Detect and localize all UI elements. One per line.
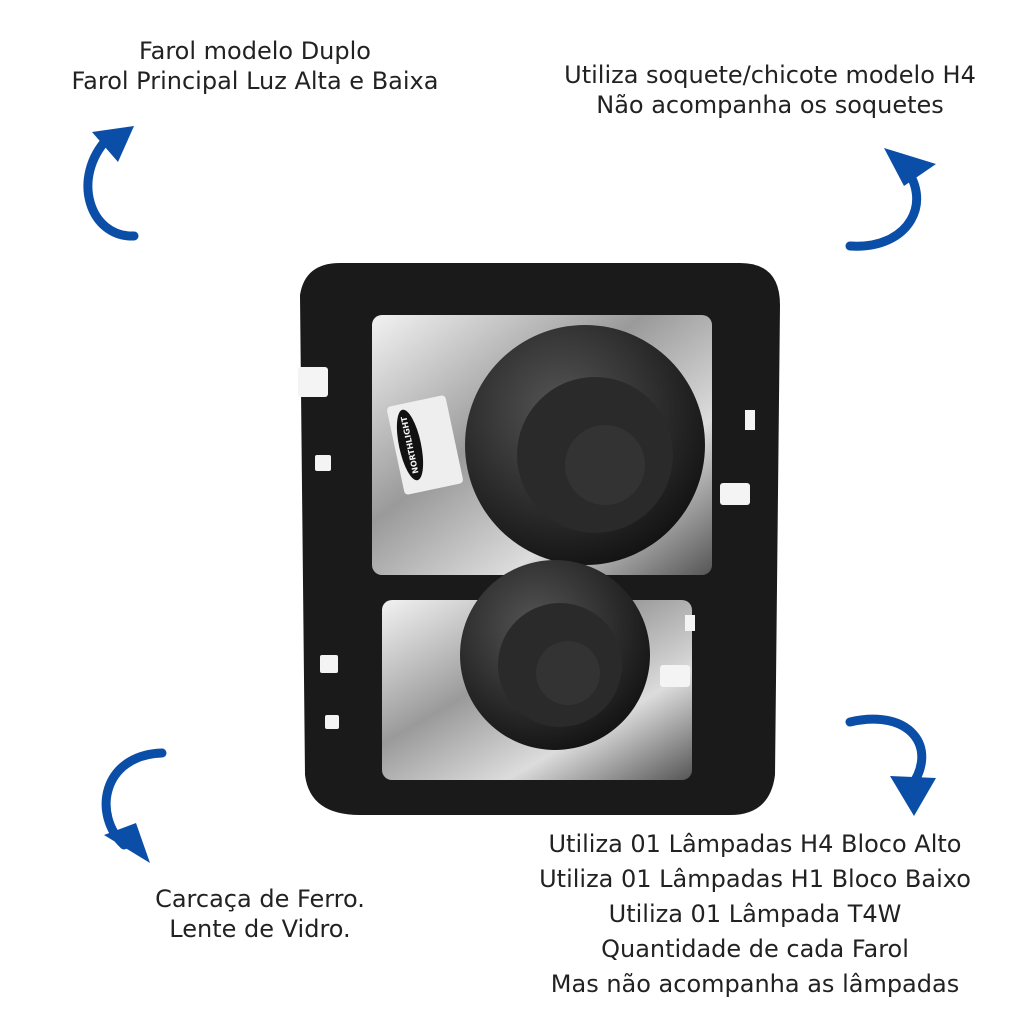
caption-line: Farol modelo Duplo bbox=[139, 37, 371, 65]
headlight-photo: NORTHLIGHT bbox=[298, 263, 780, 815]
caption-socket: Utiliza soquete/chicote modelo H4 Não ac… bbox=[540, 60, 1000, 120]
caption-line: Quantidade de cada Farol bbox=[601, 935, 909, 963]
caption-material: Carcaça de Ferro. Lente de Vidro. bbox=[130, 884, 390, 944]
curved-arrow-icon bbox=[101, 748, 167, 863]
curved-arrow-icon bbox=[845, 148, 936, 251]
caption-line: Utiliza 01 Lâmpada T4W bbox=[608, 900, 902, 928]
caption-bulbs: Utiliza 01 Lâmpadas H4 Bloco Alto Utiliz… bbox=[505, 827, 1005, 1002]
caption-line: Não acompanha os soquetes bbox=[596, 91, 944, 119]
caption-line: Utiliza 01 Lâmpadas H1 Bloco Baixo bbox=[539, 865, 971, 893]
curved-arrow-icon bbox=[83, 126, 139, 241]
caption-line: Utiliza 01 Lâmpadas H4 Bloco Alto bbox=[548, 830, 962, 858]
caption-line: Farol Principal Luz Alta e Baixa bbox=[71, 67, 439, 95]
sticker-logo bbox=[396, 409, 424, 481]
caption-model: Farol modelo Duplo Farol Principal Luz A… bbox=[40, 36, 470, 96]
caption-line: Utiliza soquete/chicote modelo H4 bbox=[564, 61, 976, 89]
caption-line: Mas não acompanha as lâmpadas bbox=[550, 970, 960, 998]
caption-line: Carcaça de Ferro. bbox=[155, 885, 365, 913]
curved-arrow-icon bbox=[845, 714, 936, 816]
caption-line: Lente de Vidro. bbox=[169, 915, 351, 943]
